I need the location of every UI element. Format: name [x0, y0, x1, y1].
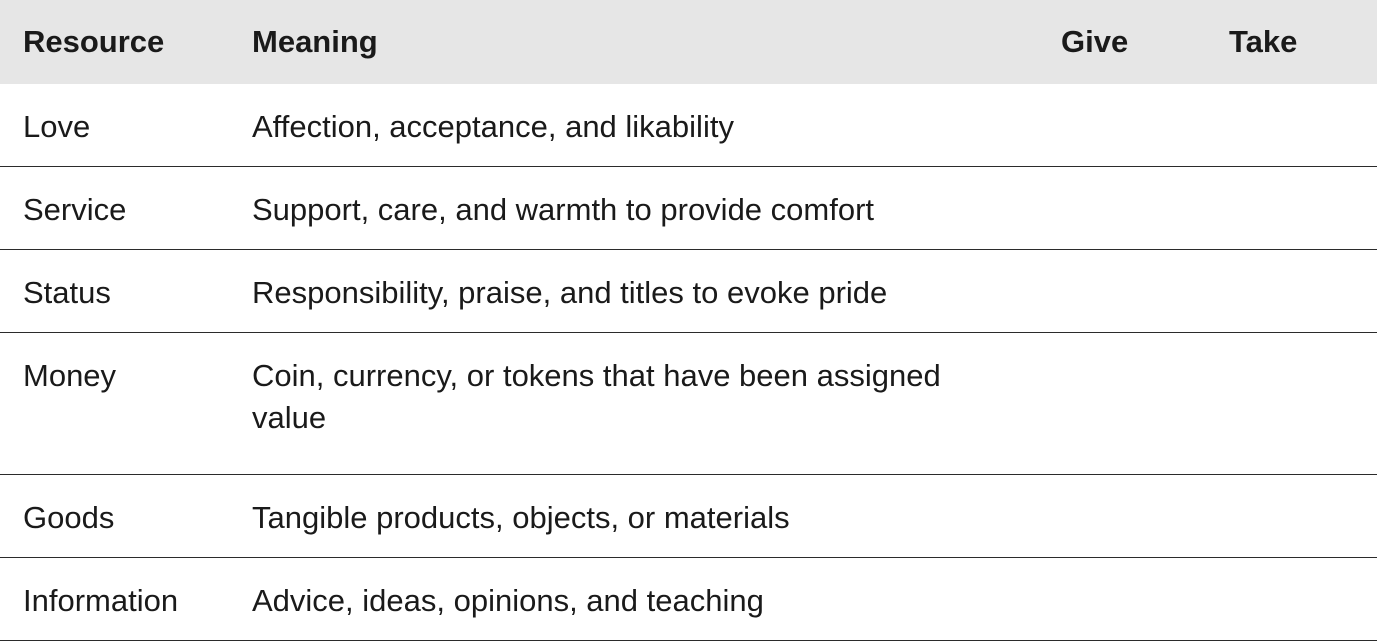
- header-take: Take: [1229, 24, 1298, 59]
- cell-meaning: Affection, acceptance, and likability: [252, 109, 734, 144]
- header-resource: Resource: [23, 24, 165, 59]
- table-row: Status Responsibility, praise, and title…: [0, 250, 1377, 333]
- cell-resource: Money: [23, 358, 117, 393]
- table-row: Goods Tangible products, objects, or mat…: [0, 475, 1377, 558]
- cell-resource: Information: [23, 583, 179, 618]
- cell-resource: Status: [23, 275, 111, 310]
- table-row: Information Advice, ideas, opinions, and…: [0, 558, 1377, 641]
- table-header: Resource Meaning Give Take: [0, 0, 1377, 84]
- table-row: Love Affection, acceptance, and likabili…: [0, 84, 1377, 167]
- cell-meaning: Coin, currency, or tokens that have been…: [252, 358, 941, 435]
- cell-meaning: Tangible products, objects, or materials: [252, 500, 790, 535]
- header-give: Give: [1061, 24, 1129, 59]
- cell-resource: Love: [23, 109, 91, 144]
- table-row: Money Coin, currency, or tokens that hav…: [0, 333, 1377, 475]
- table-row: Service Support, care, and warmth to pro…: [0, 167, 1377, 250]
- cell-meaning: Advice, ideas, opinions, and teaching: [252, 583, 764, 618]
- cell-resource: Goods: [23, 500, 115, 535]
- cell-meaning: Responsibility, praise, and titles to ev…: [252, 275, 888, 310]
- header-meaning: Meaning: [252, 24, 378, 59]
- cell-resource: Service: [23, 192, 127, 227]
- cell-meaning: Support, care, and warmth to provide com…: [252, 192, 875, 227]
